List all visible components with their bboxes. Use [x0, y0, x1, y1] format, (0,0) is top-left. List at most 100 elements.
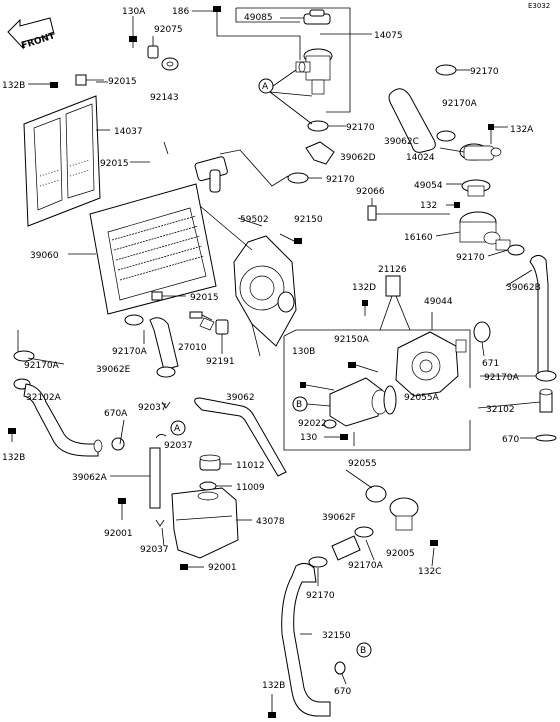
part-label-92037-a[interactable]: 92037 — [138, 403, 167, 413]
part-label-92075[interactable]: 92075 — [154, 25, 183, 35]
pipe-32102-icon — [539, 388, 553, 413]
part-label-11009[interactable]: 11009 — [236, 483, 265, 493]
part-label-92170-b[interactable]: 92170 — [306, 591, 335, 601]
part-label-32150[interactable]: 32150 — [322, 631, 351, 641]
hoses-upper-mid — [219, 141, 335, 187]
part-label-132[interactable]: 132 — [420, 201, 437, 211]
part-label-92150[interactable]: 92150 — [294, 215, 323, 225]
part-labels: 130A 186 49085 14075 92075 132B 92015 92… — [2, 7, 541, 697]
part-label-92055a[interactable]: 92055A — [404, 393, 440, 403]
part-label-92001-b[interactable]: 92001 — [208, 563, 237, 573]
part-label-39062f[interactable]: 39062F — [322, 513, 356, 523]
part-label-92191[interactable]: 92191 — [206, 357, 235, 367]
part-label-92055[interactable]: 92055 — [348, 459, 377, 469]
part-label-130[interactable]: 130 — [300, 433, 317, 443]
part-label-92170a-r4[interactable]: 92170A — [484, 373, 520, 383]
part-label-49085[interactable]: 49085 — [244, 13, 273, 23]
clamp-92037-icon — [155, 519, 165, 527]
part-label-132b-top[interactable]: 132B — [2, 81, 25, 91]
svg-text:A: A — [174, 424, 181, 434]
part-label-39060[interactable]: 39060 — [30, 251, 59, 261]
part-label-39062c[interactable]: 39062C — [384, 137, 419, 147]
part-label-92037-b[interactable]: 92037 — [164, 441, 193, 451]
part-label-92170a-l[interactable]: 92170A — [112, 347, 148, 357]
part-label-186[interactable]: 186 — [172, 7, 189, 17]
left-hoses — [8, 314, 179, 457]
part-label-92170a-b[interactable]: 92170A — [348, 561, 384, 571]
part-label-92022[interactable]: 92022 — [298, 419, 327, 429]
o-ring-671-icon — [473, 321, 491, 343]
part-label-92170-tr[interactable]: 92170 — [470, 67, 499, 77]
part-label-132b-l[interactable]: 132B — [2, 453, 25, 463]
part-label-132b-b[interactable]: 132B — [262, 681, 285, 691]
part-label-92037-c[interactable]: 92037 — [140, 545, 169, 555]
hose-clamp-icon — [354, 526, 374, 538]
part-label-92170-r3[interactable]: 92170 — [456, 253, 485, 263]
part-label-14024[interactable]: 14024 — [406, 153, 435, 163]
o-ring-92055-icon — [365, 485, 387, 503]
part-label-92015-mid[interactable]: 92015 — [100, 159, 129, 169]
part-label-130a[interactable]: 130A — [122, 7, 146, 17]
bolt-92150-icon — [294, 238, 302, 244]
part-label-130b[interactable]: 130B — [292, 347, 315, 357]
hose-39062b-icon — [529, 254, 549, 375]
thermostat-icon — [461, 179, 491, 197]
part-label-14075[interactable]: 14075 — [374, 31, 403, 41]
part-label-39062e[interactable]: 39062E — [96, 365, 131, 375]
bolt-132-icon — [454, 202, 460, 208]
part-label-21126[interactable]: 21126 — [378, 265, 407, 275]
pipe-32150-icon — [281, 562, 331, 717]
filler-neck-icon — [295, 48, 333, 95]
part-label-92150a[interactable]: 92150A — [334, 335, 370, 345]
part-label-132a[interactable]: 132A — [510, 125, 534, 135]
bottom-parts: B — [268, 485, 438, 718]
bolt-132b-icon — [36, 82, 58, 88]
part-label-59502[interactable]: 59502 — [240, 215, 269, 225]
hose-39062e-icon — [149, 317, 179, 371]
part-label-11012[interactable]: 11012 — [236, 461, 265, 471]
hose-clamp-icon — [308, 556, 328, 568]
part-label-27010[interactable]: 27010 — [178, 343, 207, 353]
part-label-671[interactable]: 671 — [482, 359, 499, 369]
part-label-670-r[interactable]: 670 — [502, 435, 519, 445]
part-label-49044[interactable]: 49044 — [424, 297, 453, 307]
right-lower-parts — [529, 254, 557, 442]
part-label-32102[interactable]: 32102 — [486, 405, 515, 415]
bolt-130b-icon — [300, 382, 306, 388]
hose-clamp-icon — [507, 244, 525, 256]
part-label-39062b[interactable]: 39062B — [506, 283, 541, 293]
part-label-92015-top[interactable]: 92015 — [108, 77, 137, 87]
part-label-14037[interactable]: 14037 — [114, 127, 143, 137]
part-label-39062a[interactable]: 39062A — [72, 473, 108, 483]
part-label-670a[interactable]: 670A — [104, 409, 128, 419]
thermostat-housing-icon — [459, 211, 511, 251]
reservoir-tank-icon — [171, 487, 239, 559]
part-label-92001-a[interactable]: 92001 — [104, 529, 133, 539]
part-label-92143[interactable]: 92143 — [150, 93, 179, 103]
hose-clamp-icon — [535, 370, 557, 382]
part-label-132c[interactable]: 132C — [418, 567, 441, 577]
part-label-92005[interactable]: 92005 — [386, 549, 415, 559]
part-label-49054[interactable]: 49054 — [414, 181, 443, 191]
part-label-92015-bot[interactable]: 92015 — [190, 293, 219, 303]
hose-clamp-icon — [436, 130, 456, 142]
part-label-92066[interactable]: 92066 — [356, 187, 385, 197]
front-direction-icon: FRONT — [7, 17, 57, 52]
part-label-670-b[interactable]: 670 — [334, 687, 351, 697]
o-ring-92055a-icon — [383, 385, 397, 415]
part-label-92170-mid[interactable]: 92170 — [346, 123, 375, 133]
part-label-16160[interactable]: 16160 — [404, 233, 433, 243]
part-label-39062d[interactable]: 39062D — [340, 153, 376, 163]
part-label-132d[interactable]: 132D — [352, 283, 376, 293]
part-label-92170a-l2[interactable]: 92170A — [24, 361, 60, 371]
hose-39062-icon — [194, 397, 287, 477]
part-label-92170-m2[interactable]: 92170 — [326, 175, 355, 185]
reference-b-circle — [356, 642, 372, 658]
part-label-92170a-tr[interactable]: 92170A — [442, 99, 478, 109]
radiator-cap-icon — [303, 9, 331, 25]
part-label-32102a[interactable]: 32102A — [26, 393, 62, 403]
bolt-132a-icon — [488, 124, 494, 130]
lower-left-small-parts — [151, 291, 229, 354]
part-label-39062[interactable]: 39062 — [226, 393, 255, 403]
part-label-43078[interactable]: 43078 — [256, 517, 285, 527]
